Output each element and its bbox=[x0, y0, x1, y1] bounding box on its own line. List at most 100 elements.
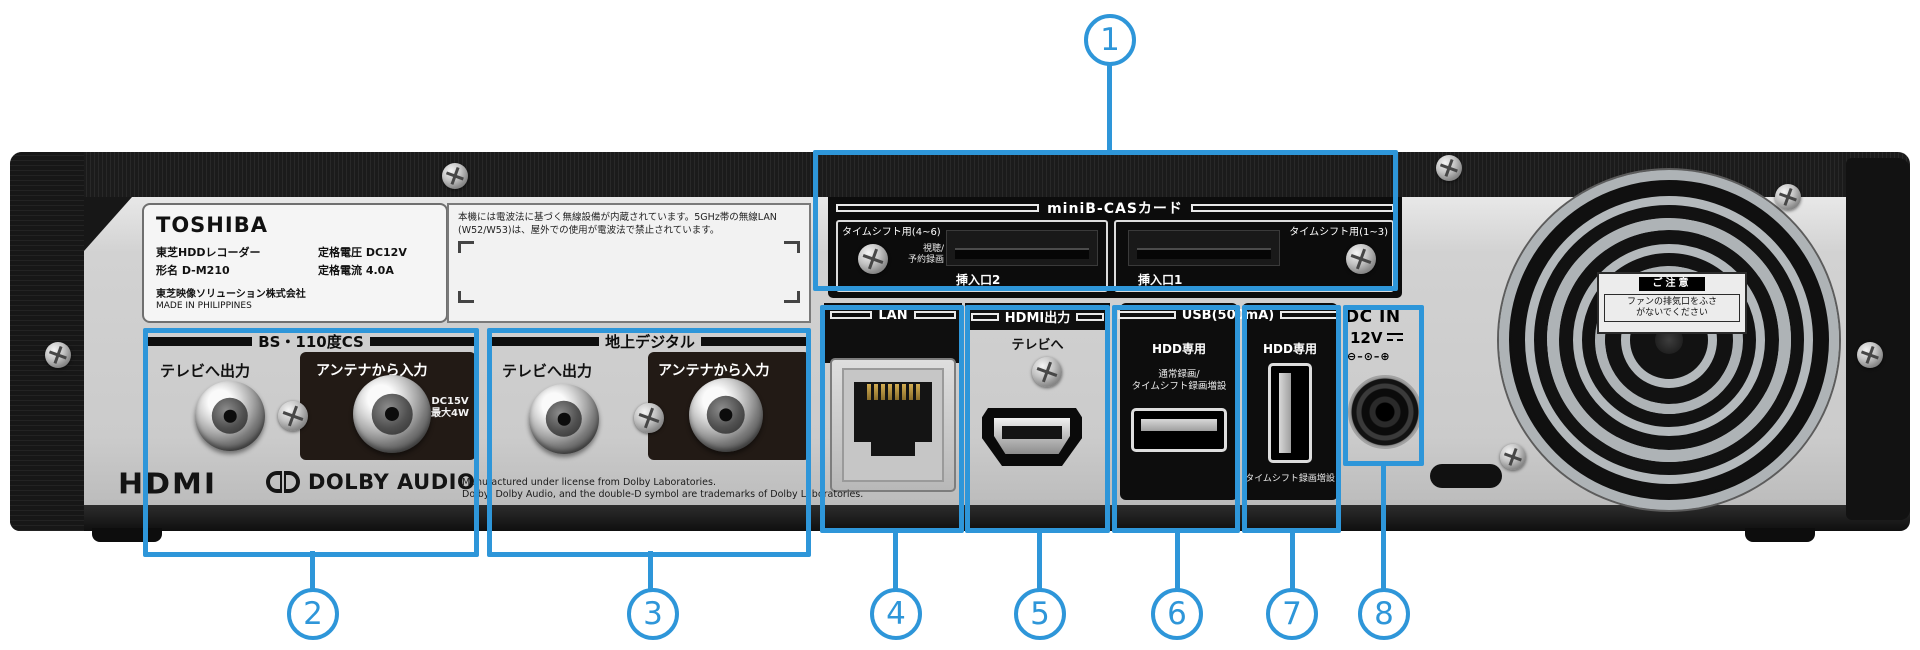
corner-mark-icon bbox=[458, 241, 474, 253]
slot2-sub-label: 視聴/ 予約録画 bbox=[907, 244, 944, 265]
usb-right-dedicated-label: HDD専用 bbox=[1263, 342, 1317, 356]
chassis-vent-slot bbox=[1430, 464, 1502, 488]
bs-cs-title: BS・110度CS bbox=[258, 332, 364, 351]
serial-area bbox=[458, 241, 800, 303]
lan-port-plate bbox=[830, 358, 956, 492]
slot1-port-label: 挿入口1 bbox=[1138, 273, 1183, 287]
screw-icon bbox=[1032, 357, 1062, 387]
chassis-left-wedge bbox=[84, 197, 132, 251]
callout-number-4: 4 bbox=[870, 588, 922, 640]
notice-line2: (W52/W53)は、屋外での使用が電波法で禁止されています。 bbox=[458, 224, 720, 236]
callout-number-5: 5 bbox=[1014, 588, 1066, 640]
minibcas-slot1: タイムシフト用(1~3) 挿入口1 bbox=[1114, 220, 1394, 292]
coax-input-connector bbox=[353, 375, 431, 453]
screw-icon bbox=[278, 401, 308, 431]
rated-voltage: 定格電圧 DC12V bbox=[318, 246, 407, 259]
antenna-input-label: アンテナから入力 bbox=[316, 363, 428, 379]
minibcas-slot2: タイムシフト用(4~6) 視聴/ 予約録画 挿入口2 bbox=[836, 220, 1108, 292]
callout-stem-6 bbox=[1175, 529, 1180, 591]
rating-specs: 東芝HDDレコーダー 定格電圧 DC12V 形名 D-M210 定格電流 4.0… bbox=[156, 244, 434, 278]
chassis-foot bbox=[92, 528, 162, 542]
header-bar-icon bbox=[1118, 311, 1176, 319]
dc-in-section: DC IN 12V ⊖–⊙–⊕ bbox=[1345, 307, 1423, 363]
hdmi-header: HDMI出力 bbox=[965, 303, 1110, 330]
header-bar-icon bbox=[830, 311, 873, 319]
callout-number-6: 6 bbox=[1151, 588, 1203, 640]
minibcas-title: miniB-CASカード bbox=[1047, 201, 1183, 217]
slot2-port-label: 挿入口2 bbox=[956, 273, 1001, 287]
usb-header: USB(500mA) bbox=[1118, 306, 1338, 324]
screw-icon bbox=[1500, 444, 1526, 470]
header-bar-icon bbox=[146, 336, 253, 346]
caution-text: ファンの排気口をふさ がないでください bbox=[1604, 294, 1740, 322]
header-bar-icon bbox=[836, 204, 1040, 212]
company-name: 東芝映像ソリューション株式会社 bbox=[156, 289, 306, 300]
callout-number-3: 3 bbox=[627, 588, 679, 640]
rating-label: TOSHIBA 東芝HDDレコーダー 定格電圧 DC12V 形名 D-M210 … bbox=[142, 203, 448, 323]
bs-cs-header: BS・110度CS bbox=[146, 332, 477, 351]
terrestrial-body: テレビへ出力 アンテナから入力 bbox=[490, 352, 810, 464]
card-slot-icon bbox=[946, 230, 1098, 266]
chassis-left-side-panel bbox=[10, 152, 84, 531]
bs-cs-body: テレビへ出力 アンテナから入力 DC15V 最大4W bbox=[146, 352, 476, 464]
screw-icon bbox=[45, 342, 71, 368]
antenna-input-label: アンテナから入力 bbox=[658, 363, 770, 379]
chassis-right-side-panel bbox=[1846, 158, 1910, 520]
screw-icon bbox=[442, 163, 468, 189]
usb-left-dedicated-label: HDD専用 bbox=[1152, 342, 1206, 356]
dc-in-title: DC IN bbox=[1345, 307, 1401, 327]
callout-stem-7 bbox=[1290, 529, 1295, 591]
dc-power-jack bbox=[1348, 375, 1422, 449]
header-bar-icon bbox=[1280, 311, 1338, 319]
hdmi-port-slit bbox=[1002, 426, 1062, 439]
corner-mark-icon bbox=[784, 291, 800, 303]
corner-mark-icon bbox=[458, 291, 474, 303]
polarity-icon: ⊖–⊙–⊕ bbox=[1347, 350, 1391, 363]
header-bar-icon bbox=[913, 311, 957, 319]
screw-icon bbox=[1775, 184, 1801, 210]
hdmi-logo: HDMI bbox=[118, 467, 218, 502]
screw-icon bbox=[858, 244, 888, 274]
screw-icon bbox=[1857, 342, 1883, 368]
header-bar-icon bbox=[700, 336, 811, 346]
usb-right-panel: HDD専用 タイムシフト録画増設 bbox=[1242, 303, 1338, 500]
tv-output-label: テレビへ出力 bbox=[502, 362, 593, 380]
header-bar-icon bbox=[1190, 204, 1395, 212]
tv-output-label: テレビへ出力 bbox=[160, 362, 251, 380]
usb-left-panel: HDD専用 通常録画/ タイムシフト録画増設 bbox=[1120, 303, 1238, 500]
header-bar-icon bbox=[490, 336, 600, 346]
ethernet-port bbox=[854, 382, 932, 442]
minibcas-header: miniB-CASカード bbox=[836, 200, 1395, 217]
dolby-double-d-icon bbox=[266, 471, 300, 493]
fan-caution-label: ご注意 ファンの排気口をふさ がないでください bbox=[1597, 272, 1747, 334]
product-name: 東芝HDDレコーダー bbox=[156, 246, 261, 259]
chassis-top-band bbox=[10, 152, 1910, 198]
brand-logo: TOSHIBA bbox=[156, 213, 268, 237]
lan-header: LAN bbox=[824, 306, 962, 324]
country-of-origin: MADE IN PHILIPPINES bbox=[156, 301, 252, 311]
header-bar-icon bbox=[971, 312, 999, 321]
dolby-license-text: Manufactured under license from Dolby La… bbox=[462, 477, 864, 500]
callout-number-2: 2 bbox=[287, 588, 339, 640]
callout-stem-2 bbox=[310, 551, 315, 591]
ethernet-latch-notch bbox=[871, 442, 915, 456]
callout-number-7: 7 bbox=[1266, 588, 1318, 640]
coax-output-connector bbox=[529, 384, 599, 454]
header-bar-icon bbox=[369, 336, 477, 346]
card-slot-icon bbox=[1128, 230, 1280, 266]
callout-stem-5 bbox=[1037, 529, 1042, 591]
model-number: 形名 D-M210 bbox=[156, 264, 230, 277]
callout-number-1: 1 bbox=[1084, 14, 1136, 66]
screw-icon bbox=[1346, 244, 1376, 274]
notice-line1: 本機には電波法に基づく無線設備が内蔵されています。5GHz帯の無線LAN bbox=[458, 212, 777, 223]
callout-stem-3 bbox=[648, 551, 653, 591]
dolby-logo-text: DOLBY AUDIO bbox=[308, 470, 476, 494]
usb-right-use-label: タイムシフト録画増設 bbox=[1245, 474, 1335, 484]
corner-mark-icon bbox=[784, 241, 800, 253]
dc-voltage: 12V bbox=[1350, 329, 1383, 347]
ethernet-pins-icon bbox=[854, 382, 932, 400]
fan-ring-icon bbox=[1573, 244, 1765, 436]
minibcas-panel: miniB-CASカード タイムシフト用(4~6) 視聴/ 予約録画 挿入口2 … bbox=[828, 197, 1402, 298]
fan-ring-icon bbox=[1525, 196, 1813, 484]
usb-title: USB(500mA) bbox=[1181, 307, 1275, 323]
